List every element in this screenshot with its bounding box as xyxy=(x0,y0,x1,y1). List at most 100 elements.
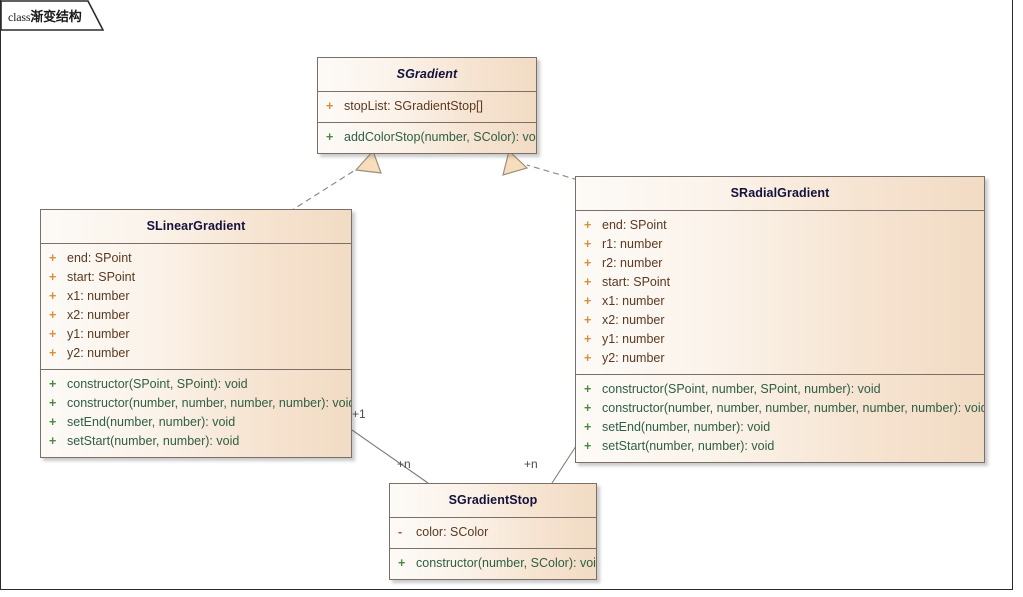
attribute-label: y2: number xyxy=(67,346,130,360)
attribute-row: + start: SPoint xyxy=(576,273,984,292)
class-box-sradialgradient[interactable]: SRadialGradient + end: SPoint + r1: numb… xyxy=(575,176,985,463)
attribute-row: + y1: number xyxy=(576,330,984,349)
operation-row: + constructor(number, number, number, nu… xyxy=(41,394,351,413)
operation-label: constructor(SPoint, SPoint): void xyxy=(67,377,248,391)
attribute-row: + y2: number xyxy=(41,344,351,363)
visibility-marker: + xyxy=(584,313,592,327)
operation-row: + setEnd(number, number): void xyxy=(41,413,351,432)
visibility-marker: + xyxy=(584,332,592,346)
attribute-row: + r1: number xyxy=(576,235,984,254)
multiplicity-linear-target: +n xyxy=(397,457,411,471)
attributes-section-sgradientstop: - color: SColor xyxy=(390,518,596,549)
attribute-label: color: SColor xyxy=(416,525,489,539)
class-box-slineargradient[interactable]: SLinearGradient + end: SPoint + start: S… xyxy=(40,209,352,458)
attribute-label: x2: number xyxy=(602,313,665,327)
operation-row: + setStart(number, number): void xyxy=(41,432,351,451)
attribute-label: r2: number xyxy=(602,256,663,270)
visibility-marker: + xyxy=(49,377,57,391)
realization-radial-to-gradient xyxy=(502,149,579,181)
attribute-row: + x2: number xyxy=(41,306,351,325)
operations-section-slineargradient: + constructor(SPoint, SPoint): void + co… xyxy=(41,370,351,457)
diagram-title-name: 渐变结构 xyxy=(30,9,82,24)
attribute-label: y1: number xyxy=(602,332,665,346)
visibility-marker: + xyxy=(49,434,57,448)
visibility-marker: + xyxy=(584,218,592,232)
operation-row: + constructor(number, SColor): void xyxy=(390,554,596,573)
operation-row: + addColorStop(number, SColor): void xyxy=(318,128,536,147)
class-box-sgradient[interactable]: SGradient + stopList: SGradientStop[] + … xyxy=(317,57,537,154)
operation-label: constructor(SPoint, number, SPoint, numb… xyxy=(602,382,881,396)
attribute-label: start: SPoint xyxy=(602,275,671,289)
attribute-label: x1: number xyxy=(602,294,665,308)
operation-label: constructor(number, number, number, numb… xyxy=(67,396,352,410)
attribute-row: + end: SPoint xyxy=(576,216,984,235)
attribute-row: + y1: number xyxy=(41,325,351,344)
diagram-title-keyword: class xyxy=(8,10,31,24)
attribute-row: + r2: number xyxy=(576,254,984,273)
operation-row: + constructor(SPoint, number, SPoint, nu… xyxy=(576,380,984,399)
visibility-marker: + xyxy=(49,270,57,284)
visibility-marker: + xyxy=(49,251,57,265)
attribute-label: r1: number xyxy=(602,237,663,251)
attributes-section-sradialgradient: + end: SPoint + r1: number + r2: number … xyxy=(576,211,984,375)
visibility-marker: + xyxy=(584,237,592,251)
operations-section-sgradient: + addColorStop(number, SColor): void xyxy=(318,123,536,153)
visibility-marker: + xyxy=(49,346,57,360)
attributes-section-slineargradient: + end: SPoint + start: SPoint + x1: numb… xyxy=(41,244,351,370)
class-name-sgradientstop: SGradientStop xyxy=(390,484,596,518)
attributes-section-sgradient: + stopList: SGradientStop[] xyxy=(318,92,536,123)
realization-linear-to-gradient xyxy=(288,149,382,213)
multiplicity-linear-source: +1 xyxy=(352,407,366,421)
attribute-label: x2: number xyxy=(67,308,130,322)
visibility-marker: + xyxy=(49,415,57,429)
visibility-marker: + xyxy=(326,99,334,113)
visibility-marker: + xyxy=(584,275,592,289)
class-name-sgradient: SGradient xyxy=(318,58,536,92)
operation-label: constructor(number, SColor): void xyxy=(416,556,597,570)
multiplicity-radial-target: +n xyxy=(524,457,538,471)
diagram-title-tab[interactable]: class渐变结构 xyxy=(0,0,104,31)
visibility-marker: + xyxy=(398,556,406,570)
attribute-label: end: SPoint xyxy=(602,218,667,232)
operation-row: + constructor(SPoint, SPoint): void xyxy=(41,375,351,394)
attribute-row: - color: SColor xyxy=(390,523,596,542)
operation-label: setEnd(number, number): void xyxy=(602,420,771,434)
diagram-title-text: class渐变结构 xyxy=(8,6,82,25)
class-name-slineargradient: SLinearGradient xyxy=(41,210,351,244)
attribute-row: + start: SPoint xyxy=(41,268,351,287)
attribute-row: + end: SPoint xyxy=(41,249,351,268)
operation-label: setStart(number, number): void xyxy=(67,434,240,448)
attribute-row: + x1: number xyxy=(41,287,351,306)
visibility-marker: + xyxy=(326,130,334,144)
title-tab-shape xyxy=(0,0,104,31)
attribute-row: + x2: number xyxy=(576,311,984,330)
operations-section-sradialgradient: + constructor(SPoint, number, SPoint, nu… xyxy=(576,375,984,462)
attribute-row: + x1: number xyxy=(576,292,984,311)
association-linear-to-stop xyxy=(351,429,429,484)
visibility-marker: - xyxy=(398,525,403,539)
operation-row: + setStart(number, number): void xyxy=(576,437,984,456)
visibility-marker: + xyxy=(584,420,592,434)
visibility-marker: + xyxy=(49,396,57,410)
attribute-label: stopList: SGradientStop[] xyxy=(344,99,483,113)
attribute-label: end: SPoint xyxy=(67,251,132,265)
operation-label: setEnd(number, number): void xyxy=(67,415,236,429)
operation-label: addColorStop(number, SColor): void xyxy=(344,130,537,144)
attribute-label: start: SPoint xyxy=(67,270,136,284)
attribute-label: y1: number xyxy=(67,327,130,341)
visibility-marker: + xyxy=(49,289,57,303)
class-box-sgradientstop[interactable]: SGradientStop - color: SColor + construc… xyxy=(389,483,597,580)
visibility-marker: + xyxy=(584,382,592,396)
operations-section-sgradientstop: + constructor(number, SColor): void xyxy=(390,549,596,579)
class-name-sradialgradient: SRadialGradient xyxy=(576,177,984,211)
attribute-label: y2: number xyxy=(602,351,665,365)
visibility-marker: + xyxy=(584,351,592,365)
operation-label: setStart(number, number): void xyxy=(602,439,775,453)
attribute-row: + y2: number xyxy=(576,349,984,368)
visibility-marker: + xyxy=(49,308,57,322)
visibility-marker: + xyxy=(49,327,57,341)
operation-label: constructor(number, number, number, numb… xyxy=(602,401,985,415)
visibility-marker: + xyxy=(584,401,592,415)
operation-row: + constructor(number, number, number, nu… xyxy=(576,399,984,418)
